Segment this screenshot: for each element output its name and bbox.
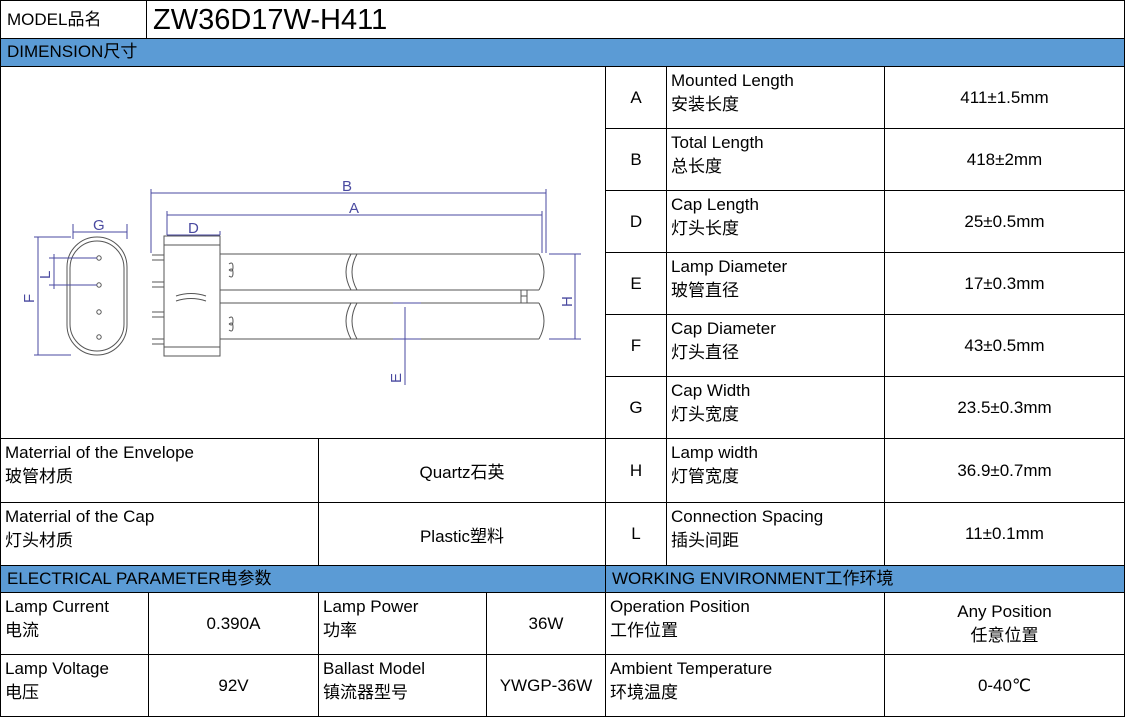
frame-top-border <box>0 0 1125 1</box>
model-value: ZW36D17W-H411 <box>147 1 1125 39</box>
dim-value: 411±1.5mm <box>885 67 1125 129</box>
dim-letter: A <box>606 67 667 129</box>
lamp-tubes <box>220 253 545 340</box>
material-cap-label: Materrial of the Cap 灯头材质 <box>1 503 319 566</box>
drawing-label-h: H <box>559 296 576 307</box>
dim-value: 25±0.5mm <box>885 191 1125 253</box>
dim-letter: H <box>606 439 667 503</box>
side-view-dimensions <box>150 189 581 385</box>
cap-body <box>163 235 221 357</box>
lamp-drawing-panel: B A G D L F H E <box>1 67 606 439</box>
drawing-label-f: F <box>21 294 38 303</box>
dim-value: 36.9±0.7mm <box>885 439 1125 503</box>
cap-end-view <box>66 236 128 356</box>
dim-letter: L <box>606 503 667 566</box>
material-cap-value: Plastic塑料 <box>319 503 606 566</box>
electrical-header: ELECTRICAL PARAMETER电参数 <box>1 566 606 593</box>
model-label: MODEL品名 <box>1 1 147 39</box>
drawing-label-d: D <box>188 220 199 237</box>
lamp-dimension-drawing: B A G D L F H E <box>21 178 581 385</box>
dim-value: 23.5±0.3mm <box>885 377 1125 439</box>
dim-letter: F <box>606 315 667 377</box>
material-envelope-label: Materrial of the Envelope 玻管材质 <box>1 439 319 503</box>
dim-letter: G <box>606 377 667 439</box>
ballast-model-value: YWGP-36W <box>487 655 606 717</box>
drawing-label-g: G <box>93 217 105 234</box>
dimension-header: DIMENSION尺寸 <box>1 39 1125 67</box>
lamp-voltage-value: 92V <box>149 655 319 717</box>
environment-header: WORKING ENVIRONMENT工作环境 <box>606 566 1125 593</box>
cap-pins <box>152 254 164 345</box>
dim-letter: B <box>606 129 667 191</box>
frame-left-border <box>0 0 1 717</box>
dim-value: 17±0.3mm <box>885 253 1125 315</box>
drawing-label-b: B <box>342 178 352 195</box>
material-envelope-value: Quartz石英 <box>319 439 606 503</box>
dim-value: 43±0.5mm <box>885 315 1125 377</box>
dim-value: 418±2mm <box>885 129 1125 191</box>
dim-letter: E <box>606 253 667 315</box>
ambient-temperature-value: 0-40℃ <box>885 655 1125 717</box>
dim-letter: D <box>606 191 667 253</box>
dim-value: 11±0.1mm <box>885 503 1125 566</box>
end-view-dimensions <box>34 224 128 356</box>
drawing-label-l: L <box>37 271 54 279</box>
drawing-label-e: E <box>388 373 405 383</box>
lamp-power-value: 36W <box>487 593 606 655</box>
drawing-label-a: A <box>349 200 359 217</box>
lamp-current-value: 0.390A <box>149 593 319 655</box>
